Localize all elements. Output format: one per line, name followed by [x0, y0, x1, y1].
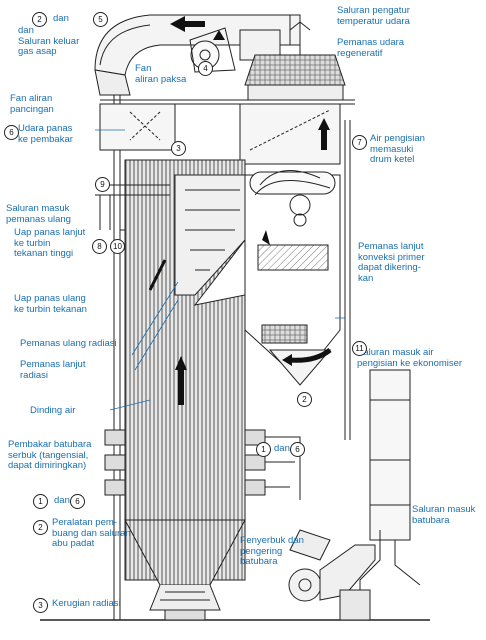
- label-penyerbuk: Penyerbuk dan pengering batubara: [240, 535, 304, 567]
- label-pemanas-ulang-radiasi: Pemanas ulang radiasi: [20, 338, 117, 349]
- label-saluran-pengatur: Saluran pengatur temperatur udara: [337, 5, 410, 27]
- number-7: 7: [352, 135, 367, 150]
- label-saluran-masuk-pemanas: Saluran masuk pemanas ulang: [6, 203, 71, 225]
- label-kerugian-radiasi: Kerugian radiasi: [52, 598, 121, 609]
- label-dan-saluran-keluar: dan Saluran keluar gas asap: [18, 25, 80, 57]
- label-fan-aliran-paksa: Fan aliran paksa: [135, 63, 187, 85]
- number-6-right: 6: [290, 442, 305, 457]
- label-pemanas-lanjut-konveksi: Pemanas lanjut konveksi primer dapat dik…: [358, 241, 425, 284]
- number-2-hopper: 2: [297, 392, 312, 407]
- label-pemanas-lanjut-radiasi: Pemanas lanjut radiasi: [20, 359, 86, 381]
- number-3-bottom: 3: [33, 598, 48, 613]
- label-dinding-air: Dinding air: [30, 405, 76, 416]
- label-dan-top: dan: [53, 13, 69, 24]
- number-2-bottom: 2: [33, 520, 48, 535]
- label-uap-panas-ulang: Uap panas ulang ke turbin tekanan: [14, 293, 87, 315]
- label-saluran-masuk-air: Saluran masuk air pengisian ke ekonomise…: [357, 347, 463, 369]
- label-pemanas-udara: Pemanas udara regeneratif: [337, 37, 405, 59]
- label-dan-right: dan: [274, 443, 290, 454]
- number-5-top: 5: [93, 12, 108, 27]
- number-6-left: 6: [70, 494, 85, 509]
- number-1-right: 1: [256, 442, 271, 457]
- number-1-left: 1: [33, 494, 48, 509]
- label-pembakar-batubara: Pembakar batubara serbuk (tangensial, da…: [8, 439, 92, 471]
- label-dan-left: dan: [54, 495, 70, 506]
- number-6-udara: 6: [4, 125, 19, 140]
- label-uap-panas-lanjut: Uap panas lanjut ke turbin tekanan tingg…: [14, 227, 86, 259]
- number-2-top: 2: [32, 12, 47, 27]
- number-8: 8: [92, 239, 107, 254]
- label-fan-aliran-pancingan: Fan aliran pancingan: [10, 93, 54, 115]
- label-saluran-masuk-batubara: Saluran masuk batubara: [412, 504, 476, 526]
- label-air-pengisian: Air pengisian memasuki drum ketel: [370, 133, 425, 165]
- number-3-mid: 3: [171, 141, 186, 156]
- number-11: 11: [352, 341, 367, 356]
- label-peralatan-pembuang: Peralatan pem- buang dan saluran abu pad…: [52, 517, 131, 549]
- number-4-fan: 4: [198, 61, 213, 76]
- label-udara-panas: Udara panas ke pembakar: [18, 123, 73, 145]
- number-9: 9: [95, 177, 110, 192]
- number-10: 10: [110, 239, 125, 254]
